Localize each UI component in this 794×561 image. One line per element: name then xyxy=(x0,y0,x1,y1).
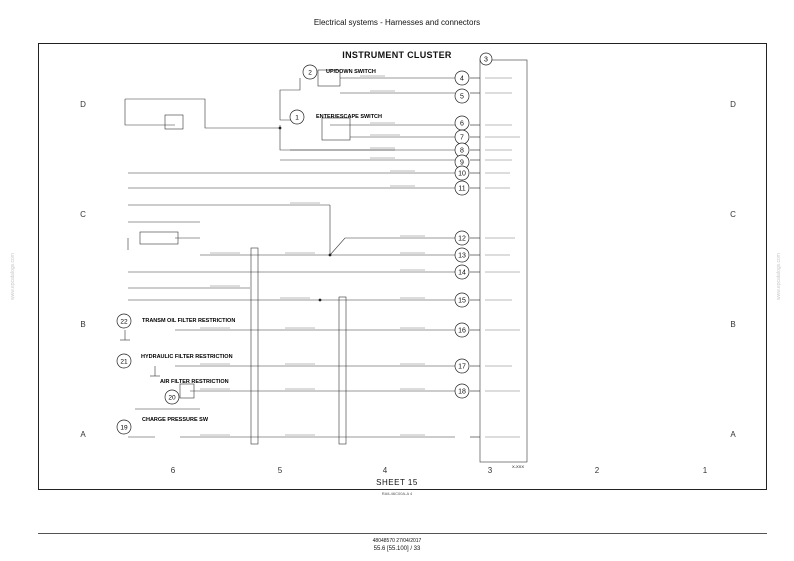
component-callout-circle xyxy=(302,64,318,80)
component-label: UP/DOWN SWITCH xyxy=(326,69,376,75)
component-callout-number: 22 xyxy=(120,319,128,326)
component-label: TRANSM OIL FILTER RESTRICTION xyxy=(142,318,235,324)
footer-divider xyxy=(38,533,767,534)
watermark-left: www.epcatalogs.com xyxy=(10,253,16,300)
component-label: HYDRAULIC FILTER RESTRICTION xyxy=(141,354,233,360)
cluster-callout-number: 3 xyxy=(484,57,488,64)
pin-callout-circle xyxy=(454,292,470,308)
pin-callout-number: 8 xyxy=(460,148,464,155)
grid-row-label-right: C xyxy=(730,210,736,219)
grid-column-label: 1 xyxy=(703,466,708,475)
grid-row-label-left: A xyxy=(80,430,86,439)
diagram-title: INSTRUMENT CLUSTER xyxy=(342,50,452,60)
component-callout-number: 20 xyxy=(168,395,176,402)
page-header: Electrical systems - Harnesses and conne… xyxy=(313,18,481,27)
grid-row-label-left: C xyxy=(80,210,86,219)
grid-row-label-left: D xyxy=(80,100,86,109)
sheet-reference: RAIL46C00A-A 4 xyxy=(381,491,413,496)
cluster-callout-circle xyxy=(479,52,493,66)
grid-row-label-left: B xyxy=(80,320,85,329)
pin-callout-circle xyxy=(454,383,470,399)
pin-callout-number: 10 xyxy=(458,171,466,178)
component-callout-circle xyxy=(116,419,132,435)
sheet-label: SHEET 15 xyxy=(376,478,418,487)
component-callout-circle xyxy=(116,353,132,369)
pin-callout-number: 5 xyxy=(460,94,464,101)
grid-column-label: 4 xyxy=(383,466,388,475)
grid-row-label-right: B xyxy=(730,320,735,329)
pin-callout-circle xyxy=(454,230,470,246)
pin-callout-number: 11 xyxy=(458,186,465,193)
footer-document: 48048570 27/04/2017 xyxy=(372,538,422,544)
grid-row-label-right: D xyxy=(730,100,736,109)
pin-callout-number: 4 xyxy=(460,76,464,83)
component-label: CHARGE PRESSURE SW xyxy=(142,417,209,423)
pin-callout-circle xyxy=(454,180,470,196)
grid-column-label: 5 xyxy=(278,466,283,475)
cluster-code: X-XXX xyxy=(512,464,524,469)
pin-callout-number: 18 xyxy=(458,389,466,396)
footer-page: 55.6 [55.100] / 33 xyxy=(373,546,421,552)
harness-bar-b xyxy=(338,296,347,445)
grid-column-label: 6 xyxy=(171,466,176,475)
harness-bar-a xyxy=(250,247,259,445)
pin-callout-number: 15 xyxy=(458,298,466,305)
pin-callout-number: 6 xyxy=(460,121,464,128)
pin-callout-number: 14 xyxy=(458,270,466,277)
pin-callout-circle xyxy=(454,70,470,86)
pin-callout-number: 12 xyxy=(458,236,466,243)
grid-column-label: 3 xyxy=(488,466,493,475)
component-callout-circle xyxy=(289,109,305,125)
component-callout-circle xyxy=(164,389,180,405)
pin-callout-number: 9 xyxy=(460,160,464,167)
component-callout-number: 21 xyxy=(120,359,128,366)
component-label: AIR FILTER RESTRICTION xyxy=(160,379,229,385)
pin-callout-circle xyxy=(454,358,470,374)
component-callouts: 1 ENTER/ESCAPE SWITCH 2 UP/DOWN SWITCH 19 CHA… xyxy=(116,64,382,435)
component-callout-number: 19 xyxy=(120,425,128,432)
component-callout-number: 2 xyxy=(308,70,312,77)
pin-callout-circle xyxy=(454,88,470,104)
pin-callout-circle xyxy=(454,165,470,181)
pin-callout-number: 17 xyxy=(458,364,466,371)
cluster-box xyxy=(479,59,528,463)
pin-callout-circle xyxy=(454,247,470,263)
pin-callout-number: 16 xyxy=(458,328,466,335)
grid-column-label: 2 xyxy=(595,466,600,475)
component-label: ENTER/ESCAPE SWITCH xyxy=(316,114,382,120)
pin-callout-number: 13 xyxy=(458,253,466,260)
pin-callout-circle xyxy=(454,322,470,338)
pin-callout-number: 7 xyxy=(460,135,464,142)
drawing-frame xyxy=(38,43,767,490)
pin-callouts: 4 5 6 7 8 9 10 11 12 13 14 15 16 17 18 3X-XXX xyxy=(454,52,524,469)
grid-row-label-right: A xyxy=(730,430,736,439)
pin-callout-circle xyxy=(454,264,470,280)
component-callout-number: 1 xyxy=(295,115,299,122)
component-callout-circle xyxy=(116,313,132,329)
watermark-right: www.epcatalogs.com xyxy=(776,253,782,300)
